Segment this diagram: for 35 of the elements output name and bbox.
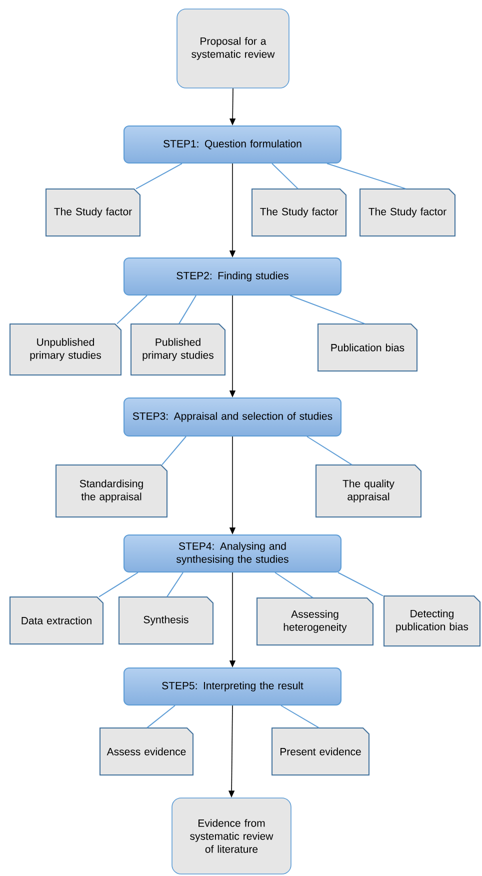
connector-line: [326, 163, 406, 190]
step-box: STEP2: Finding studies: [124, 258, 342, 296]
note-box: Synthesis: [118, 596, 214, 644]
connector-line: [274, 572, 314, 598]
note-box: Unpublished primary studies: [10, 324, 122, 376]
terminal-box: Proposal for a systematic review: [176, 8, 290, 88]
note-box: The quality appraisal: [316, 464, 422, 518]
connector-line: [146, 705, 176, 728]
connector-line: [280, 705, 320, 728]
connector-line: [272, 163, 298, 190]
note-box: Standardising the appraisal: [56, 464, 168, 518]
note-box: The Study factor: [46, 188, 140, 236]
note-box: Assessing heterogeneity: [256, 598, 374, 646]
note-box: Data extraction: [10, 596, 104, 644]
step-box: STEP4: Analysing and synthesising the studies: [124, 534, 342, 572]
connector-line: [290, 295, 366, 324]
note-box: Present evidence: [272, 728, 370, 776]
step-box: STEP5: Interpreting the result: [124, 668, 342, 706]
connector-line: [166, 572, 184, 598]
connector-line: [178, 295, 196, 324]
connector-line: [116, 295, 148, 324]
note-box: Publication bias: [318, 324, 418, 372]
note-box: The Study factor: [252, 188, 346, 236]
note-box: Detecting publication bias: [384, 596, 480, 646]
note-box: The Study factor: [360, 188, 456, 236]
terminal-box: Evidence from systematic review of literature: [172, 798, 292, 874]
connector-line: [136, 163, 182, 190]
connector-line: [98, 572, 138, 598]
connector-line: [306, 436, 352, 466]
connector-line: [162, 436, 186, 466]
step-box: STEP3: Appraisal and selection of studies: [124, 398, 342, 436]
note-box: Assess evidence: [100, 728, 194, 776]
note-box: Published primary studies: [130, 324, 226, 376]
step-box: STEP1: Question formulation: [124, 126, 342, 164]
connector-line: [338, 572, 384, 596]
